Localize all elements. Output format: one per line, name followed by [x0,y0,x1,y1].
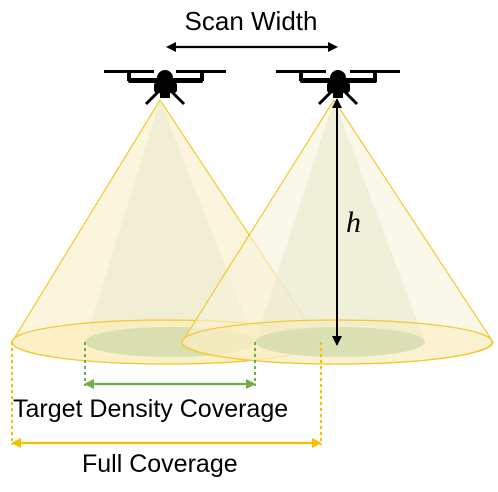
full-coverage-label: Full Coverage [82,450,238,478]
target-density-coverage-label: Target Density Coverage [13,395,289,423]
scan-width-label: Scan Width [184,6,318,36]
full-coverage-bracket [11,342,322,448]
drone-icon [104,70,226,106]
drone-icon [276,70,400,106]
target-density-bracket [84,342,256,389]
height-label: h [346,206,361,239]
